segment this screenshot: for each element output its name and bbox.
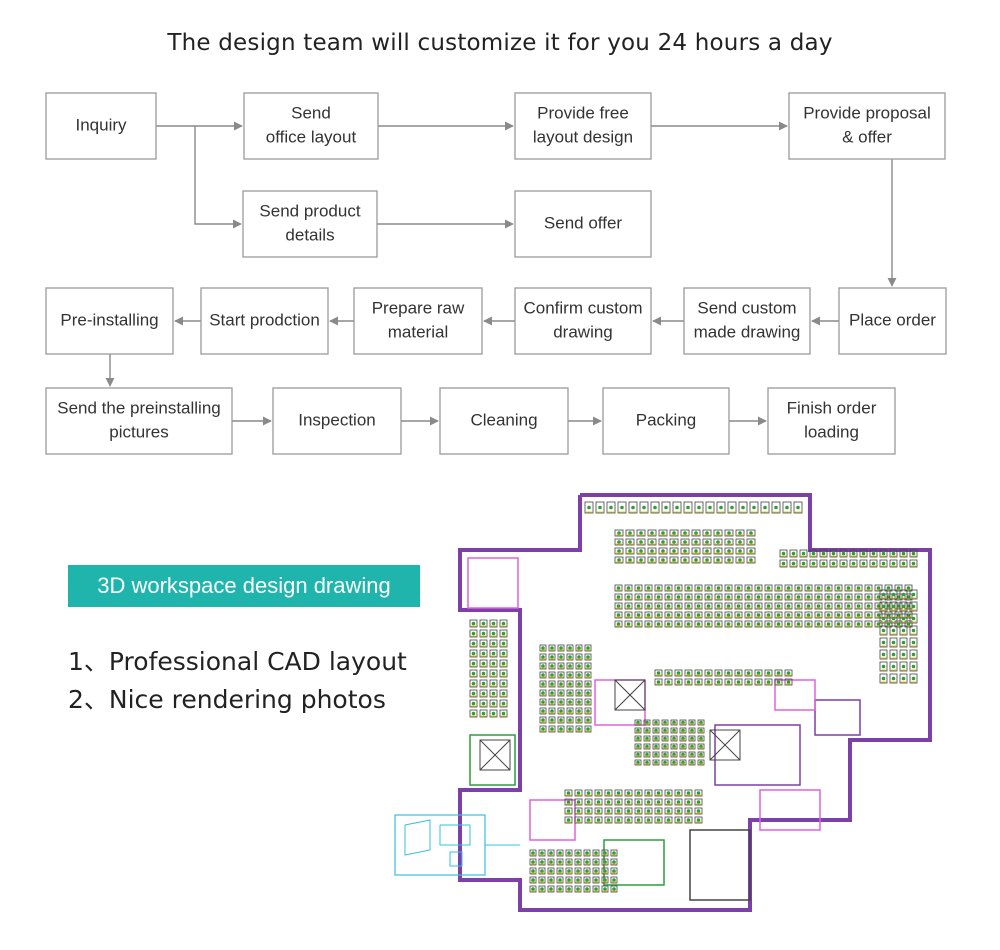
flow-node-label: drawing (553, 322, 613, 341)
flow-node-send-drawing: Send custom made drawing (683, 287, 811, 355)
flow-node-box (439, 387, 569, 455)
flow-node-proposal: Provide proposal & offer (788, 92, 946, 160)
flow-node-label: Send the preinstalling (57, 398, 221, 417)
flow-node-send-layout: Send office layout (243, 92, 379, 160)
flow-node-label: & offer (842, 127, 892, 146)
flow-node-label: office layout (266, 127, 357, 146)
flow-node-inquiry: Inquiry (45, 92, 157, 160)
flow-node-box (243, 92, 379, 160)
flow-node-box (788, 92, 946, 160)
flow-node-loading: Finish order loading (767, 387, 896, 455)
flow-node-box (514, 287, 652, 355)
flow-nodes: Inquiry Send office layout Provide free layo… (45, 92, 947, 455)
flow-node-box (514, 92, 652, 160)
flow-node-label: Send custom (697, 298, 796, 317)
page-title: The design team will customize it for yo… (167, 30, 833, 56)
flow-node-label: Place order (849, 310, 936, 329)
flow-node-send-offer: Send offer (514, 190, 652, 258)
flow-node-box (200, 287, 329, 355)
flow-node-box (272, 387, 402, 455)
cad-room (467, 557, 519, 609)
flow-node-label: Inspection (298, 410, 376, 429)
flow-node-label: Send (291, 103, 331, 122)
flow-node-send-product: Send product details (242, 190, 378, 258)
flow-node-box (683, 287, 811, 355)
flow-node-box (45, 287, 174, 355)
flow-node-label: Finish order (787, 398, 877, 417)
cad-room (759, 789, 821, 831)
flow-node-label: Send offer (544, 213, 622, 232)
flow-arrow-inquiry-to-send-product (194, 126, 242, 229)
flow-node-label: layout design (533, 127, 633, 146)
cad-room (774, 679, 816, 711)
flow-node-box (767, 387, 896, 455)
flow-node-box (514, 190, 652, 258)
flow-node-cleaning: Cleaning (439, 387, 569, 455)
flow-node-label: Packing (636, 410, 696, 429)
flow-node-box (353, 287, 483, 355)
flow-node-start: Start prodction (200, 287, 329, 355)
flow-node-inspection: Inspection (272, 387, 402, 455)
flow-node-label: Confirm custom (523, 298, 642, 317)
flow-node-box (45, 387, 233, 455)
process-flowchart: Inquiry Send office layout Provide free layo… (45, 92, 947, 455)
flow-node-place-order: Place order (838, 287, 947, 355)
flow-node-label: made drawing (694, 322, 801, 341)
flow-node-label: Provide free (537, 103, 629, 122)
flow-node-confirm: Confirm custom drawing (514, 287, 652, 355)
flow-node-label: Inquiry (75, 115, 127, 134)
flow-node-preinstall: Pre-installing (45, 287, 174, 355)
cad-room (689, 829, 751, 901)
cad-room (714, 724, 801, 786)
flow-node-box (242, 190, 378, 258)
flow-node-box (838, 287, 947, 355)
section-badge: 3D workspace design drawing (68, 565, 420, 607)
flow-node-label: Prepare raw (372, 298, 465, 317)
flow-node-label: Cleaning (470, 410, 537, 429)
flow-node-raw: Prepare raw material (353, 287, 483, 355)
flow-node-box (45, 92, 157, 160)
flow-edges (105, 121, 897, 426)
flow-node-label: Send product (259, 201, 360, 220)
flow-node-label: Provide proposal (803, 103, 931, 122)
cad-room (814, 699, 861, 736)
feature-rendering-photos: 2、Nice rendering photos (68, 685, 386, 714)
flow-node-label: Start prodction (209, 310, 320, 329)
flow-node-label: details (285, 225, 334, 244)
flow-node-free-design: Provide free layout design (514, 92, 652, 160)
flow-node-label: Pre-installing (60, 310, 158, 329)
flow-node-label: loading (804, 422, 859, 441)
flow-node-box (602, 387, 730, 455)
feature-cad-layout: 1、Professional CAD layout (68, 647, 407, 676)
flow-node-label: pictures (109, 422, 169, 441)
flow-node-label: material (388, 322, 448, 341)
cad-room (469, 734, 516, 786)
flow-node-packing: Packing (602, 387, 730, 455)
cad-floor-plan-image (394, 493, 932, 912)
flow-node-pictures: Send the preinstalling pictures (45, 387, 233, 455)
